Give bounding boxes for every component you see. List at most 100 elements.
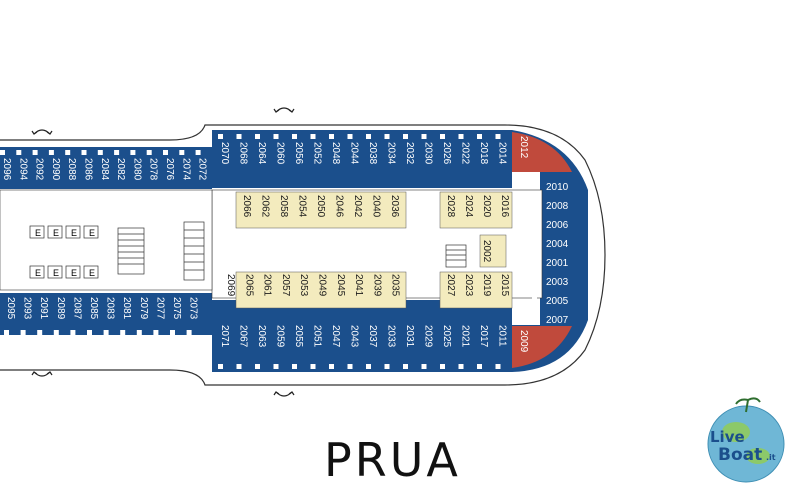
double-arrow-icon — [31, 107, 295, 397]
cabin-2031: 2031 — [404, 325, 415, 348]
cabin-marker — [347, 364, 353, 369]
cabin-2015: 2015 — [499, 274, 510, 297]
suite-bottom — [512, 326, 572, 368]
cabin-2022: 2022 — [460, 142, 471, 165]
cabin-marker — [146, 150, 152, 155]
cabin-marker — [218, 364, 223, 369]
cabin-2094: 2094 — [17, 158, 28, 181]
cabin-marker — [403, 364, 408, 369]
live-boat-logo: Live Boat .it — [707, 397, 785, 483]
cabin-marker — [97, 150, 103, 155]
cabin-2070: 2070 — [219, 142, 230, 165]
cabin-2028: 2028 — [445, 195, 456, 218]
cabin-marker — [87, 330, 92, 335]
cabin-2067: 2067 — [238, 325, 249, 348]
cabin-marker — [310, 134, 316, 139]
cabin-marker — [70, 330, 76, 335]
cabin-marker — [292, 364, 297, 369]
cabin-marker — [16, 150, 22, 155]
cabin-2062: 2062 — [260, 195, 271, 218]
cabin-marker — [236, 134, 242, 139]
cabin-marker — [65, 150, 71, 155]
stairs-right — [445, 244, 467, 268]
cabin-2071: 2071 — [219, 325, 230, 348]
cabin-2090: 2090 — [50, 158, 61, 181]
cabin-2080: 2080 — [131, 158, 142, 181]
cabin-2068: 2068 — [238, 142, 249, 165]
cabin-2065: 2065 — [243, 274, 254, 297]
cabin-2007: 2007 — [546, 315, 569, 326]
cabin-2059: 2059 — [275, 325, 286, 348]
cabin-2012: 2012 — [518, 136, 529, 159]
stairs-left — [117, 227, 145, 275]
cabin-marker — [186, 330, 192, 335]
cabin-marker — [130, 150, 136, 155]
cabin-marker — [179, 150, 185, 155]
cabin-marker — [103, 330, 109, 335]
cabin-marker — [292, 134, 297, 139]
hull-outline — [0, 124, 606, 386]
outside-band-bottom — [0, 293, 212, 335]
elevator-symbol: E — [71, 268, 77, 278]
cabin-2025: 2025 — [441, 325, 452, 348]
cabin-2053: 2053 — [298, 274, 309, 297]
cabin-2055: 2055 — [293, 325, 304, 348]
cabin-2011: 2011 — [497, 325, 508, 347]
cabin-2089: 2089 — [55, 297, 66, 320]
cabin-marker — [458, 134, 464, 139]
cabin-marker — [48, 150, 54, 155]
cabin-2064: 2064 — [256, 142, 267, 165]
cabin-2016: 2016 — [499, 195, 510, 218]
cabin-2040: 2040 — [371, 195, 382, 218]
cabin-2084: 2084 — [99, 158, 110, 181]
cabin-2004: 2004 — [546, 239, 569, 250]
cabin-marker — [0, 150, 5, 155]
elevator-symbol: E — [53, 228, 59, 238]
cabin-marker — [532, 201, 537, 206]
elevator-symbol: E — [35, 268, 41, 278]
logo-live: Live — [710, 428, 745, 446]
cabin-2081: 2081 — [121, 297, 132, 320]
cabin-2026: 2026 — [441, 142, 452, 165]
cabin-2063: 2063 — [256, 325, 267, 348]
cabin-2058: 2058 — [278, 195, 289, 218]
cabin-marker — [310, 364, 316, 369]
cabin-2091: 2091 — [38, 297, 49, 320]
cabin-2030: 2030 — [423, 142, 434, 165]
cabin-2008: 2008 — [546, 201, 569, 212]
cabin-marker — [421, 364, 427, 369]
cabin-marker — [273, 134, 279, 139]
cabin-marker — [495, 364, 501, 369]
cabin-marker — [329, 364, 334, 369]
cabin-2039: 2039 — [371, 274, 382, 297]
cabin-2077: 2077 — [154, 297, 165, 320]
cabin-marker — [347, 134, 353, 139]
cabin-marker — [421, 134, 427, 139]
logo-boat: Boat — [718, 445, 762, 465]
cabin-marker — [170, 330, 175, 335]
cabin-2069: 2069 — [225, 274, 236, 297]
elevator-symbol: E — [71, 228, 77, 238]
cabin-2078: 2078 — [148, 158, 159, 181]
cabin-2033: 2033 — [386, 325, 397, 348]
cabin-2010: 2010 — [546, 182, 569, 193]
inner-block-top-right — [439, 191, 513, 229]
cabin-marker — [532, 258, 537, 263]
cabin-marker — [366, 364, 371, 369]
cabin-2074: 2074 — [180, 158, 191, 181]
cabin-marker — [495, 134, 501, 139]
cabin-2005: 2005 — [546, 296, 569, 307]
cabin-2002: 2002 — [481, 240, 492, 263]
cabin-marker — [403, 134, 408, 139]
cabin-2075: 2075 — [171, 297, 182, 320]
cabin-2023: 2023 — [463, 274, 474, 297]
cabin-marker — [458, 364, 464, 369]
cabin-marker — [440, 364, 445, 369]
cabin-2066: 2066 — [241, 195, 252, 218]
stairs-mid — [183, 221, 205, 281]
outside-band-bottom-main — [212, 300, 512, 372]
cabin-marker — [532, 220, 537, 225]
cabin-marker — [477, 134, 482, 139]
